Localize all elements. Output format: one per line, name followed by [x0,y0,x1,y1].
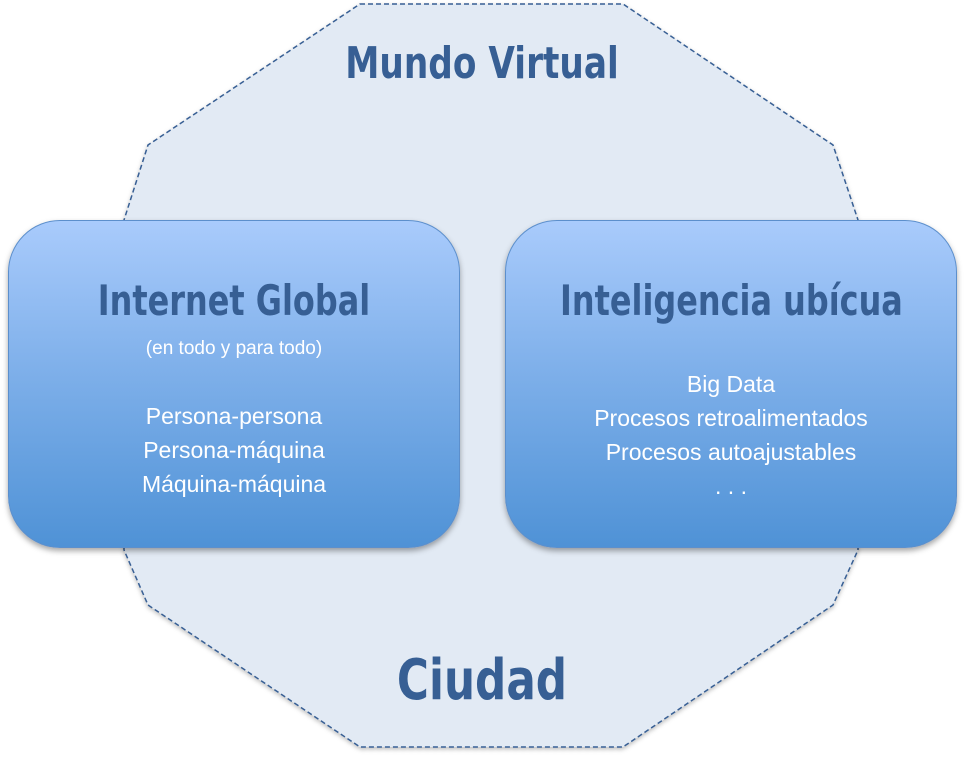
internet-global-box: Internet Global (en todo y para todo) Pe… [8,220,460,548]
list-item: Persona-máquina [143,437,325,463]
inteligencia-ubicua-box: Inteligencia ubícua Big Data Procesos re… [505,220,957,548]
internet-global-title: Internet Global [97,276,371,325]
inteligencia-ubicua-title: Inteligencia ubícua [560,276,903,325]
list-item: Big Data [686,371,776,397]
list-item: Persona-persona [145,403,323,429]
mundo-virtual-label: Mundo Virtual [345,38,619,89]
ciudad-label: Ciudad [396,648,568,713]
list-item: Procesos autoajustables [605,439,857,465]
list-item-ellipsis: . . . [715,473,747,499]
internet-global-subtitle: (en todo y para todo) [145,338,323,359]
inteligencia-ubicua-list: Big Data Procesos retroalimentados Proce… [506,367,956,503]
list-item: Procesos retroalimentados [594,405,868,431]
internet-global-list: Persona-persona Persona-máquina Máquina-… [9,399,459,501]
list-item: Máquina-máquina [141,471,327,497]
